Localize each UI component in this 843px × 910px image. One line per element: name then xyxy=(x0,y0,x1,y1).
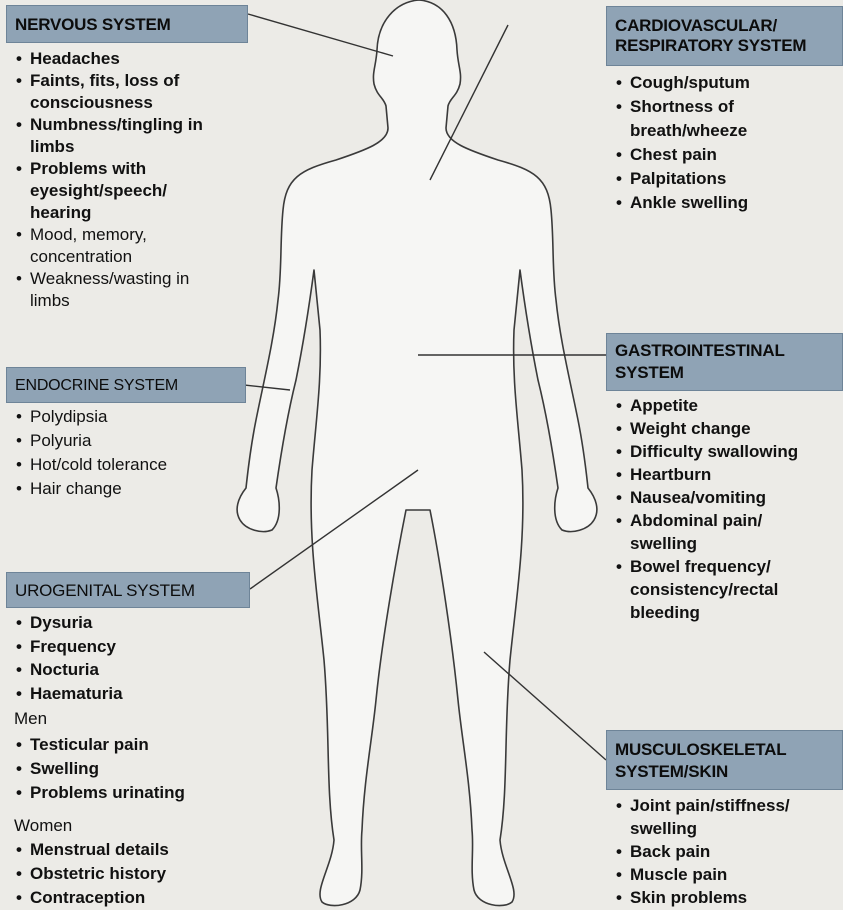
list-item: Weakness/wasting in limbs xyxy=(14,268,224,312)
list-item: Polyuria xyxy=(14,429,234,453)
list-item: Nausea/vomiting xyxy=(614,486,839,509)
list-item: Menstrual details xyxy=(14,838,234,862)
list-item: Palpitations xyxy=(614,167,814,191)
list-item: Nocturia xyxy=(14,658,234,682)
cardiovascular-system-list: Cough/sputum Shortness of breath/wheeze … xyxy=(614,71,814,215)
gastrointestinal-system-title: GASTROINTESTINAL SYSTEM xyxy=(606,333,843,391)
list-item: Joint pain/stiffness/ swelling xyxy=(614,794,839,840)
endocrine-system-title: ENDOCRINE SYSTEM xyxy=(6,367,246,403)
gastrointestinal-system-list: Appetite Weight change Difficulty swallo… xyxy=(614,394,839,624)
list-item: Polydipsia xyxy=(14,405,234,429)
list-item: Testicular pain xyxy=(14,733,234,757)
women-subheading: Women xyxy=(14,815,72,837)
list-item: Hot/cold tolerance xyxy=(14,453,234,477)
list-item: Headaches xyxy=(14,48,224,70)
list-item: Contraception xyxy=(14,886,234,910)
nervous-system-title: NERVOUS SYSTEM xyxy=(6,5,248,43)
list-item: Difficulty swallowing xyxy=(614,440,839,463)
list-item: Frequency xyxy=(14,635,234,659)
endocrine-system-list: Polydipsia Polyuria Hot/cold tolerance H… xyxy=(14,405,234,501)
list-item: Heartburn xyxy=(614,463,839,486)
list-item: Dysuria xyxy=(14,611,234,635)
list-item: Bowel frequency/ consistency/rectal blee… xyxy=(614,555,805,624)
leader-nervous xyxy=(248,14,393,56)
cardiovascular-system-title: CARDIOVASCULAR/ RESPIRATORY SYSTEM xyxy=(606,6,843,66)
list-item: Mood, memory, concentration xyxy=(14,224,224,268)
urogenital-system-title: UROGENITAL SYSTEM xyxy=(6,572,250,608)
list-item: Ankle swelling xyxy=(614,191,814,215)
men-list: Testicular pain Swelling Problems urinat… xyxy=(14,733,234,805)
list-item: Problems with eyesight/speech/ hearing xyxy=(14,158,224,224)
list-item: Haematuria xyxy=(14,682,234,706)
list-item: Numbness/tingling in limbs xyxy=(14,114,224,158)
urogenital-system-list: Dysuria Frequency Nocturia Haematuria xyxy=(14,611,234,705)
list-item: Appetite xyxy=(614,394,839,417)
list-item: Problems urinating xyxy=(14,781,234,805)
list-item: Faints, fits, loss of consciousness xyxy=(14,70,224,114)
list-item: Swelling xyxy=(14,757,234,781)
list-item: Skin problems xyxy=(614,886,839,909)
list-item: Abdominal pain/ swelling xyxy=(614,509,800,555)
musculoskeletal-system-list: Joint pain/stiffness/ swelling Back pain… xyxy=(614,794,839,909)
list-item: Shortness of breath/wheeze xyxy=(614,95,814,143)
list-item: Hair change xyxy=(14,477,234,501)
list-item: Back pain xyxy=(614,840,839,863)
musculoskeletal-system-title: MUSCULOSKELETAL SYSTEM/SKIN xyxy=(606,730,843,790)
list-item: Cough/sputum xyxy=(614,71,814,95)
men-subheading: Men xyxy=(14,708,47,730)
list-item: Chest pain xyxy=(614,143,814,167)
list-item: Muscle pain xyxy=(614,863,839,886)
list-item: Weight change xyxy=(614,417,839,440)
list-item: Obstetric history xyxy=(14,862,234,886)
nervous-system-list: Headaches Faints, fits, loss of consciou… xyxy=(14,48,224,312)
body-outline xyxy=(237,0,597,906)
women-list: Menstrual details Obstetric history Cont… xyxy=(14,838,234,910)
